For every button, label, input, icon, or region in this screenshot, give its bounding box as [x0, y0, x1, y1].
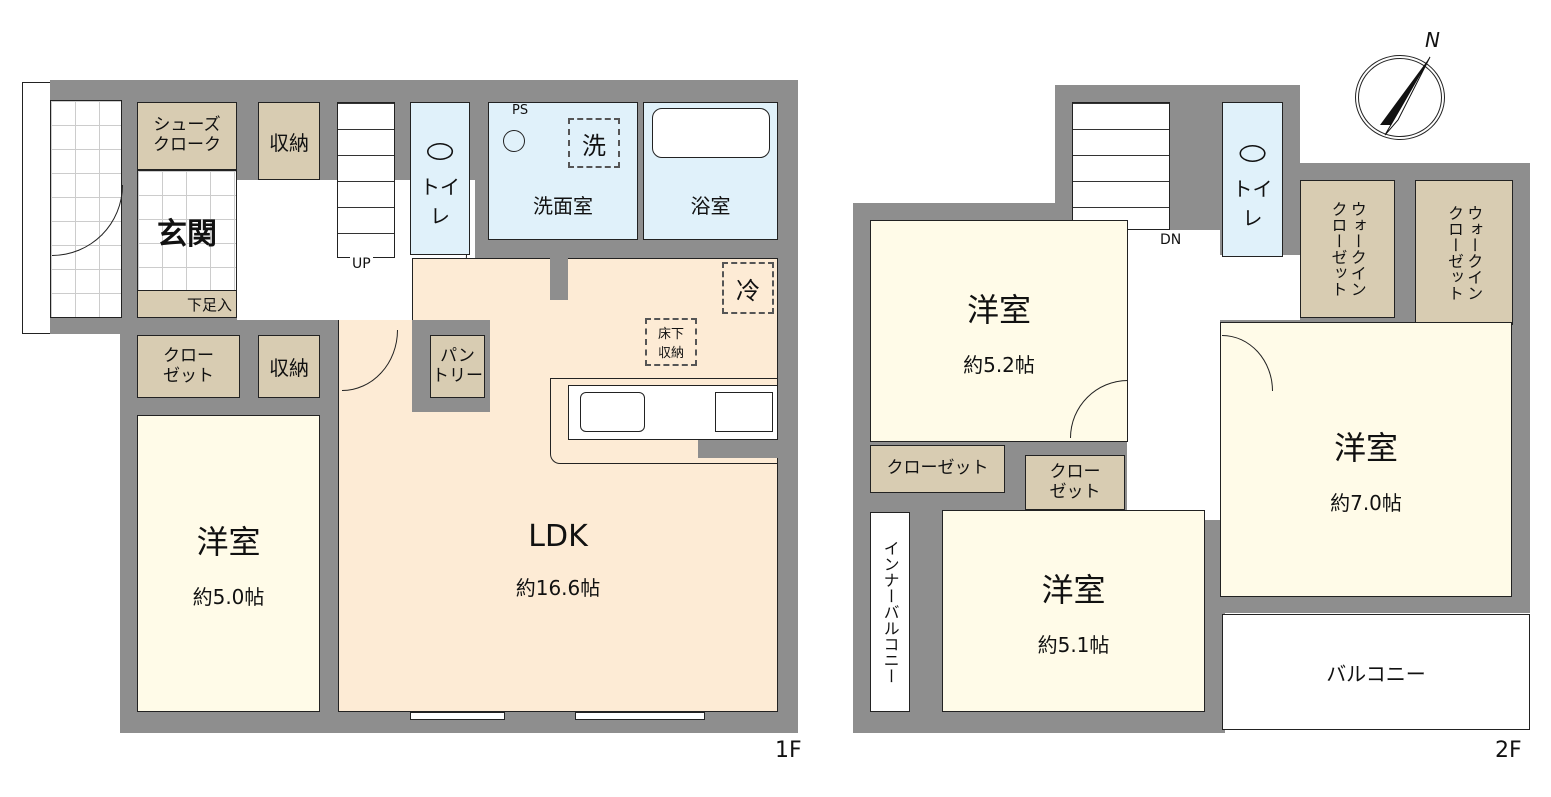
walk-in-closet-2: ウォークイン クローゼット — [1415, 180, 1513, 325]
stairs-1f[interactable] — [337, 102, 395, 258]
shoe-box: 下足入 — [137, 290, 237, 318]
room-c-label: 洋室 — [1041, 570, 1106, 609]
ldk-label: LDK — [528, 519, 588, 554]
toilet-bowl-icon-2f: ⬭ — [1238, 134, 1267, 172]
closet-2f-b: クロー ゼット — [1025, 455, 1125, 510]
genkan: 玄関 — [137, 170, 237, 292]
fridge-space: 冷 — [722, 262, 774, 314]
ps-label: PS — [512, 103, 529, 118]
kitchen-wall — [698, 440, 778, 458]
storage-bottom: 収納 — [258, 335, 320, 398]
toilet-2f: ⬭ トイレ — [1222, 102, 1283, 257]
compass-icon — [1355, 55, 1445, 140]
pantry: パン トリー — [430, 335, 485, 398]
porch — [50, 100, 122, 318]
western-room-5-1: 洋室 約5.1帖 — [942, 510, 1205, 712]
closet-1f: クロー ゼット — [137, 335, 240, 398]
western-room-1f-size: 約5.0帖 — [192, 585, 265, 609]
bathtub-icon — [652, 108, 770, 158]
storage-top: 収納 — [258, 102, 320, 180]
room-b-label: 洋室 — [1333, 429, 1398, 467]
hall-2f-top — [1200, 255, 1300, 320]
north-label: N — [1425, 28, 1440, 52]
ldk: LDK 約16.6帖 — [338, 258, 778, 712]
inner-balcony: インナーバルコニー — [870, 512, 910, 712]
compass-needle-light — [1384, 56, 1431, 136]
wic1-label: ウォークイン クローゼット — [1328, 201, 1367, 297]
ldk-size: 約16.6帖 — [515, 576, 601, 600]
washroom: 洗面室 — [488, 102, 638, 240]
shoe-cloak: シューズ クローク — [137, 102, 237, 170]
compass-needle-dark — [1380, 57, 1430, 125]
window-ldk-2 — [575, 712, 705, 720]
kitchen-counter — [550, 378, 778, 464]
toilet-label: トイレ — [420, 175, 460, 228]
floor-label-1f: 1F — [775, 738, 802, 763]
toilet-bowl-icon: ⬭ — [426, 132, 454, 170]
stairs-up-label: UP — [350, 256, 373, 272]
toilet-1f: ⬭ トイレ — [410, 102, 470, 255]
western-room-1f: 洋室 約5.0帖 — [137, 415, 320, 712]
walk-in-closet-1: ウォークイン クローゼット — [1300, 180, 1395, 318]
stove-icon — [715, 392, 773, 432]
underfloor-storage: 床下 収納 — [645, 318, 697, 366]
stairs-2f[interactable] — [1072, 102, 1170, 230]
inner-balcony-label: インナーバルコニー — [880, 540, 900, 684]
room-a-label: 洋室 — [966, 290, 1031, 329]
window-ldk-1 — [410, 712, 505, 720]
sink-icon — [503, 130, 525, 152]
room-b-size: 約7.0帖 — [1330, 491, 1402, 515]
floor-label-2f: 2F — [1495, 738, 1522, 763]
closet-2f-a: クローゼット — [870, 445, 1005, 493]
balcony: バルコニー — [1222, 614, 1530, 730]
kitchen-top — [568, 385, 778, 440]
room-c-size: 約5.1帖 — [1037, 632, 1110, 657]
genkan-label: 玄関 — [157, 217, 217, 252]
washer-space: 洗 — [568, 118, 620, 168]
ldk-partition — [550, 258, 568, 300]
western-room-5-2: 洋室 約5.2帖 — [870, 220, 1128, 442]
western-room-1f-label: 洋室 — [196, 523, 261, 561]
kitchen-sink-icon — [580, 392, 645, 432]
compass-needle-icon — [1380, 56, 1431, 136]
stairs-down-label: DN — [1160, 232, 1182, 248]
wic2-label: ウォークイン クローゼット — [1445, 204, 1484, 301]
room-a-size: 約5.2帖 — [963, 352, 1035, 377]
porch-step — [22, 82, 52, 334]
toilet-2f-label: トイレ — [1232, 177, 1273, 230]
